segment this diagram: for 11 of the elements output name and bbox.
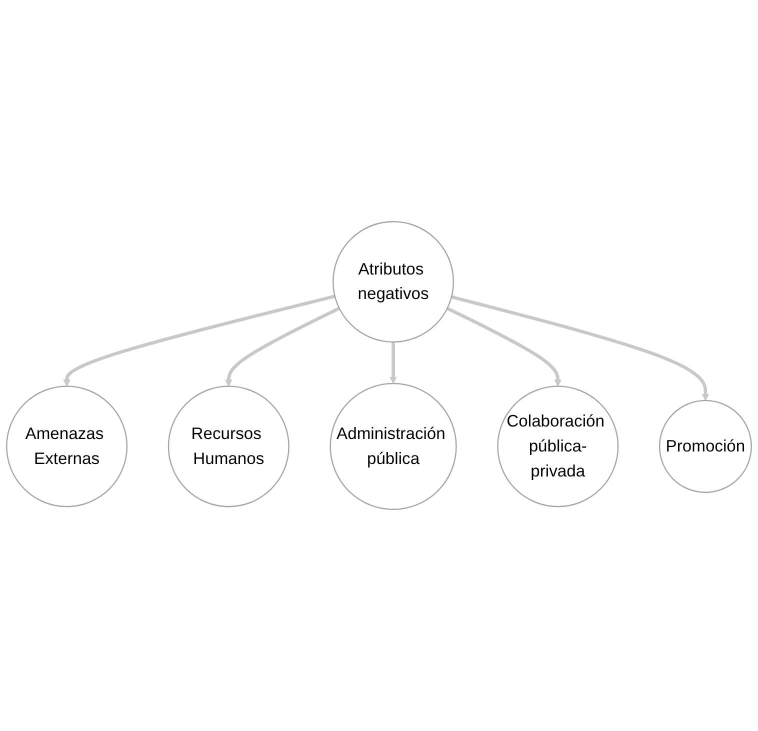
arrow: [63, 294, 336, 387]
node-circle: Colaboración pública-privada: [497, 386, 619, 508]
node-circle: Administración pública: [330, 382, 457, 510]
node-circle: Atributos negativos: [332, 221, 454, 343]
arrow: [451, 295, 710, 401]
node-circle: Promoción: [658, 400, 752, 493]
arrow: [225, 306, 340, 387]
node-circle: Recursos Humanos: [168, 386, 290, 508]
arrow: [446, 306, 562, 387]
node-circle: Amenazas Externas: [6, 386, 128, 508]
arrow: [390, 342, 397, 384]
